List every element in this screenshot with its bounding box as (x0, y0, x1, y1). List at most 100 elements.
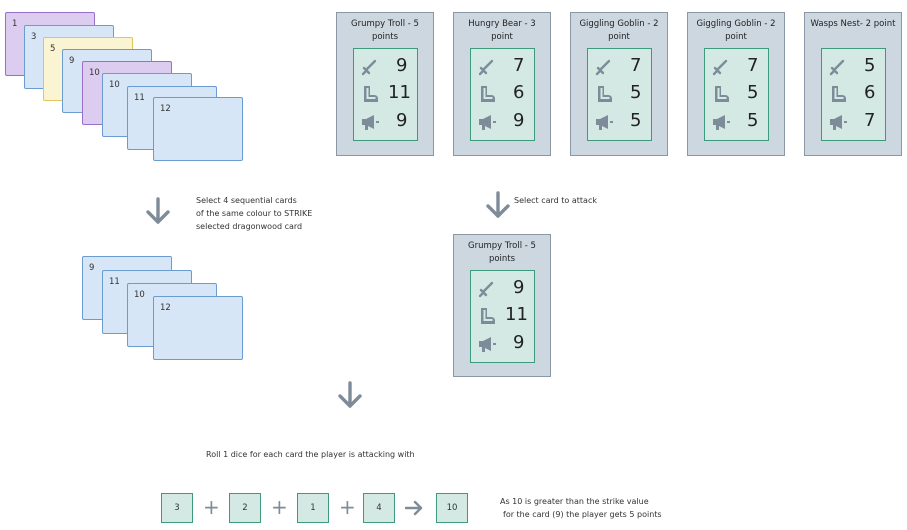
strike-row: 7 (705, 53, 768, 81)
die[interactable]: 2 (229, 493, 261, 523)
strike-row: 7 (471, 53, 534, 81)
stomp-row: 6 (471, 80, 534, 108)
card-number: 12 (160, 104, 171, 114)
megaphone-icon (596, 115, 613, 130)
card-number: 9 (89, 263, 95, 273)
sword-icon (829, 59, 845, 76)
die[interactable]: 3 (161, 493, 193, 523)
scream-value: 7 (864, 110, 876, 131)
card-number: 3 (31, 32, 37, 42)
scream-row: 9 (354, 108, 417, 136)
result-note: As 10 is greater than the strike value f… (500, 495, 662, 521)
stomp-row: 5 (588, 80, 651, 108)
dragonwood-card[interactable]: Giggling Goblin - 2 point 7 5 5 (570, 12, 668, 156)
strike-row: 9 (354, 53, 417, 81)
card-number: 1 (12, 19, 18, 29)
strike-row: 7 (588, 53, 651, 81)
megaphone-icon (713, 115, 730, 130)
scream-value: 9 (513, 332, 525, 353)
attack-target-card[interactable]: Grumpy Troll - 5 points 9 11 9 (453, 234, 551, 377)
stomp-value: 5 (747, 82, 759, 103)
roll-note: Roll 1 dice for each card the player is … (206, 450, 415, 459)
card-stats: 7 5 5 (587, 48, 652, 141)
scream-value: 5 (747, 110, 759, 131)
card-number: 12 (160, 303, 171, 313)
stomp-row: 6 (822, 80, 885, 108)
dragonwood-card[interactable]: Grumpy Troll - 5 points 9 11 9 (336, 12, 434, 156)
selected-card[interactable]: 12 (153, 296, 243, 360)
megaphone-icon (830, 115, 847, 130)
note-line: selected dragonwood card (196, 222, 303, 231)
sword-icon (361, 59, 377, 76)
boot-icon (832, 86, 846, 102)
card-number: 10 (109, 80, 120, 90)
stomp-value: 11 (388, 82, 411, 103)
card-number: 5 (50, 44, 56, 54)
scream-row: 5 (588, 108, 651, 136)
dragonwood-card[interactable]: Hungry Bear - 3 point 7 6 9 (453, 12, 551, 156)
die[interactable]: 1 (297, 493, 329, 523)
sword-icon (712, 59, 728, 76)
hand-card[interactable]: 12 (153, 97, 243, 161)
card-title: Giggling Goblin - 2 point (579, 19, 659, 42)
card-stats: 9 11 9 (353, 48, 418, 141)
note-line: for the card (9) the player gets 5 point… (503, 510, 662, 519)
stomp-value: 11 (505, 304, 528, 325)
card-title: Grumpy Troll - 5 points (468, 241, 536, 264)
stomp-value: 6 (513, 82, 525, 103)
strike-value: 5 (864, 55, 876, 76)
strike-value: 9 (396, 55, 408, 76)
strike-value: 7 (513, 55, 525, 76)
arrow-down-icon (486, 191, 510, 218)
card-title: Wasps Nest- 2 point (810, 19, 896, 29)
boot-icon (715, 86, 729, 102)
card-number: 11 (134, 93, 145, 103)
card-stats: 7 6 9 (470, 48, 535, 141)
megaphone-icon (362, 115, 379, 130)
dice-total: 10 (436, 493, 468, 523)
card-number: 9 (69, 56, 75, 66)
card-number: 11 (109, 277, 120, 287)
stomp-row: 11 (354, 80, 417, 108)
card-stats: 9 11 9 (470, 270, 535, 363)
select-sequential-note: Select 4 sequential cards of the same co… (196, 194, 312, 233)
boot-icon (364, 86, 378, 102)
boot-icon (598, 86, 612, 102)
plus-icon: + (271, 495, 288, 519)
scream-row: 7 (822, 108, 885, 136)
note-line: of the same colour to STRIKE (196, 209, 313, 218)
strike-value: 7 (747, 55, 759, 76)
strike-row: 9 (471, 275, 534, 303)
die[interactable]: 4 (363, 493, 395, 523)
scream-row: 5 (705, 108, 768, 136)
scream-value: 9 (513, 110, 525, 131)
card-title: Hungry Bear - 3 point (468, 19, 536, 42)
arrow-right-icon (404, 500, 423, 516)
note-line: Select 4 sequential cards (196, 196, 297, 205)
arrow-down-icon (338, 381, 362, 408)
stomp-value: 5 (630, 82, 642, 103)
card-title: Giggling Goblin - 2 point (696, 19, 776, 42)
strike-row: 5 (822, 53, 885, 81)
strike-value: 7 (630, 55, 642, 76)
boot-icon (481, 308, 495, 324)
sword-icon (478, 281, 494, 298)
scream-row: 9 (471, 108, 534, 136)
card-number: 10 (89, 68, 100, 78)
stomp-row: 5 (705, 80, 768, 108)
sword-icon (595, 59, 611, 76)
scream-row: 9 (471, 330, 534, 358)
plus-icon: + (339, 495, 356, 519)
stomp-row: 11 (471, 302, 534, 330)
plus-icon: + (203, 495, 220, 519)
dragonwood-card[interactable]: Wasps Nest- 2 point 5 6 7 (804, 12, 902, 156)
scream-value: 5 (630, 110, 642, 131)
card-stats: 5 6 7 (821, 48, 886, 141)
dragonwood-card[interactable]: Giggling Goblin - 2 point 7 5 5 (687, 12, 785, 156)
card-title: Grumpy Troll - 5 points (351, 19, 419, 42)
scream-value: 9 (396, 110, 408, 131)
arrow-down-icon (146, 197, 170, 224)
strike-value: 9 (513, 277, 525, 298)
stomp-value: 6 (864, 82, 876, 103)
megaphone-icon (479, 115, 496, 130)
